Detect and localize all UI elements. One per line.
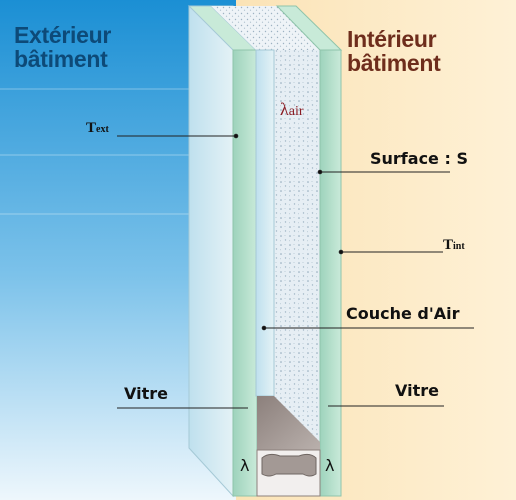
lambda-air-label: λair (280, 100, 304, 119)
interior-title: Intérieur bâtiment (347, 26, 441, 76)
lambda-left-label: λ (240, 456, 250, 475)
surface-label: Surface : S (370, 149, 468, 168)
exterior-title: Extérieur bâtiment (14, 23, 111, 71)
couche-air-label: Couche d'Air (346, 304, 460, 323)
t-int-main: T (443, 237, 454, 253)
exterior-title-line2: bâtiment (14, 46, 108, 72)
lambda-air-sub: air (288, 104, 304, 119)
outer-glass-face (188, 5, 234, 498)
lambda-right-label: λ (325, 456, 335, 475)
t-int-sub: int (453, 241, 465, 252)
interior-title-line2: bâtiment (347, 50, 441, 76)
vitre-left-label: Vitre (124, 384, 168, 403)
outer-glass-edge (232, 49, 258, 497)
exterior-sky-bands (0, 88, 236, 215)
interior-title-line1: Intérieur (347, 26, 437, 52)
exterior-title-line1: Extérieur (14, 22, 112, 48)
leader-lines (117, 133, 474, 409)
spacer-bar-top (257, 396, 320, 450)
vitre-right-label: Vitre (395, 381, 439, 400)
lambda-air-main: λ (280, 99, 289, 119)
couche-air-dot (261, 325, 267, 331)
t-ext-dot (233, 133, 239, 139)
air-gap-top (211, 6, 320, 50)
t-ext-label: Text (86, 121, 109, 136)
t-int-dot (338, 249, 344, 255)
surface-dot (317, 169, 323, 175)
inner-glass-edge (319, 49, 342, 497)
t-int-label: Tint (443, 238, 465, 253)
spacer-profile-shape (261, 453, 317, 477)
t-ext-sub: ext (96, 124, 109, 135)
t-ext-main: T (86, 120, 97, 136)
inner-glass-face (255, 49, 275, 397)
